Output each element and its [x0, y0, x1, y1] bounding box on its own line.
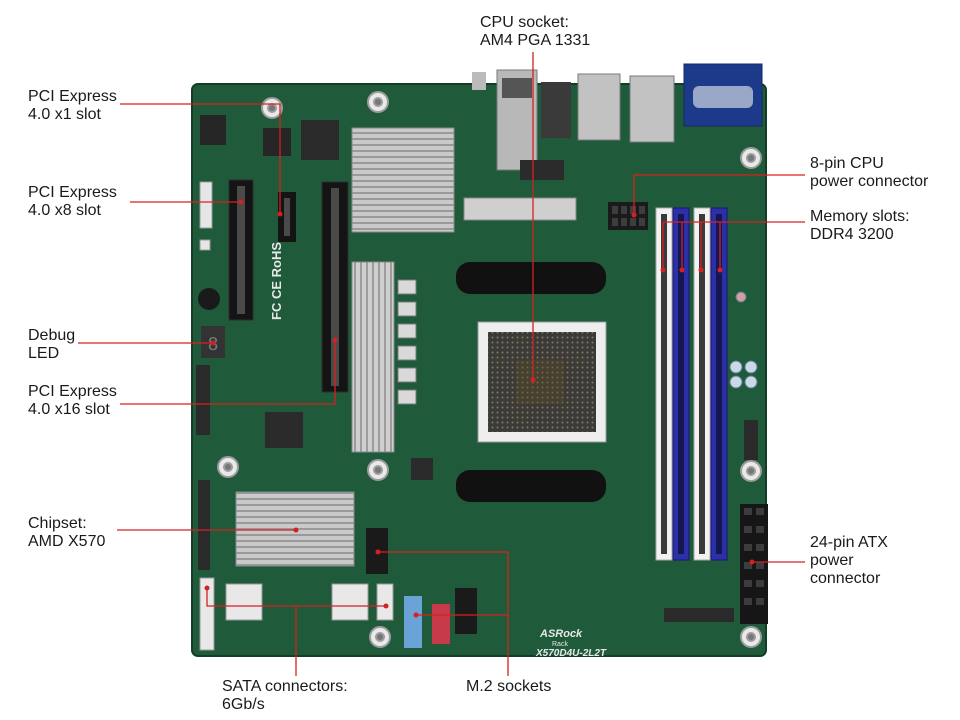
label-line: PCI Express — [28, 184, 117, 201]
label-pcie-x16: PCI Express 4.0 x16 slot — [28, 383, 117, 419]
label-line: M.2 sockets — [466, 678, 552, 695]
label-line: power — [810, 552, 854, 569]
label-pcie-x1: PCI Express 4.0 x1 slot — [28, 88, 117, 124]
sata-connectors — [199, 577, 394, 651]
board-brand: ASRock — [539, 628, 583, 640]
atx-24pin-connector — [740, 504, 768, 624]
label-atx-power: 24-pin ATX power connector — [810, 534, 888, 588]
pcie-x1-slot — [278, 192, 296, 242]
header-pins — [196, 365, 758, 622]
chipset-heatsink — [235, 491, 355, 567]
label-line: LED — [28, 345, 60, 362]
capacitors — [729, 291, 758, 389]
label-m2: M.2 sockets — [466, 678, 551, 696]
label-line: Debug — [28, 327, 76, 344]
rear-io — [472, 63, 763, 171]
label-line: power connector — [810, 173, 929, 190]
chip — [263, 128, 291, 156]
mounting-holes — [217, 91, 762, 648]
chip — [200, 115, 226, 145]
cpu-socket — [456, 262, 607, 502]
bmc-heatsink — [351, 127, 455, 233]
label-cpu-power: 8-pin CPU power connector — [810, 155, 928, 191]
label-line: 8-pin CPU — [810, 155, 884, 172]
label-line: PCI Express — [28, 88, 117, 105]
board-brand-sub: Rack — [552, 641, 568, 648]
memory-slots — [655, 207, 728, 561]
cert-marks: FC CE RoHS — [269, 242, 284, 320]
label-sata: SATA connectors: 6Gb/s — [222, 678, 348, 714]
pcie-x8-slot — [228, 179, 254, 321]
label-line: Chipset: — [28, 515, 87, 532]
label-line: 4.0 x16 slot — [28, 401, 110, 418]
chip — [411, 458, 433, 480]
board-model: X570D4U-2L2T — [535, 648, 607, 659]
label-line: AMD X570 — [28, 533, 106, 550]
vrm-heatsink — [351, 261, 395, 453]
label-cpu-socket: CPU socket: AM4 PGA 1331 — [480, 14, 590, 50]
label-line: 4.0 x8 slot — [28, 202, 101, 219]
fan-connectors — [199, 181, 213, 251]
label-line: 24-pin ATX — [810, 534, 888, 551]
label-line: CPU socket: — [480, 14, 569, 31]
label-pcie-x8: PCI Express 4.0 x8 slot — [28, 184, 117, 220]
leader-dots — [204, 199, 755, 618]
label-line: 6Gb/s — [222, 696, 265, 713]
label-chipset: Chipset: AMD X570 — [28, 515, 105, 551]
label-line: PCI Express — [28, 383, 117, 400]
io-bracket-shield — [463, 197, 577, 221]
leader-lines — [78, 52, 805, 676]
chip — [265, 412, 303, 448]
cpu-8pin-connector — [608, 202, 648, 230]
label-line: 4.0 x1 slot — [28, 106, 101, 123]
buzzer — [198, 288, 220, 310]
label-line: Memory slots: — [810, 208, 910, 225]
label-line: connector — [810, 570, 881, 587]
label-debug-led: Debug LED — [28, 327, 75, 363]
label-memory: Memory slots: DDR4 3200 — [810, 208, 910, 244]
label-line: AM4 PGA 1331 — [480, 32, 591, 49]
label-line: DDR4 3200 — [810, 226, 894, 243]
bmc-chip — [301, 120, 339, 160]
vrm-chokes — [397, 279, 417, 405]
label-line: SATA connectors: — [222, 678, 348, 695]
chip — [520, 160, 564, 180]
